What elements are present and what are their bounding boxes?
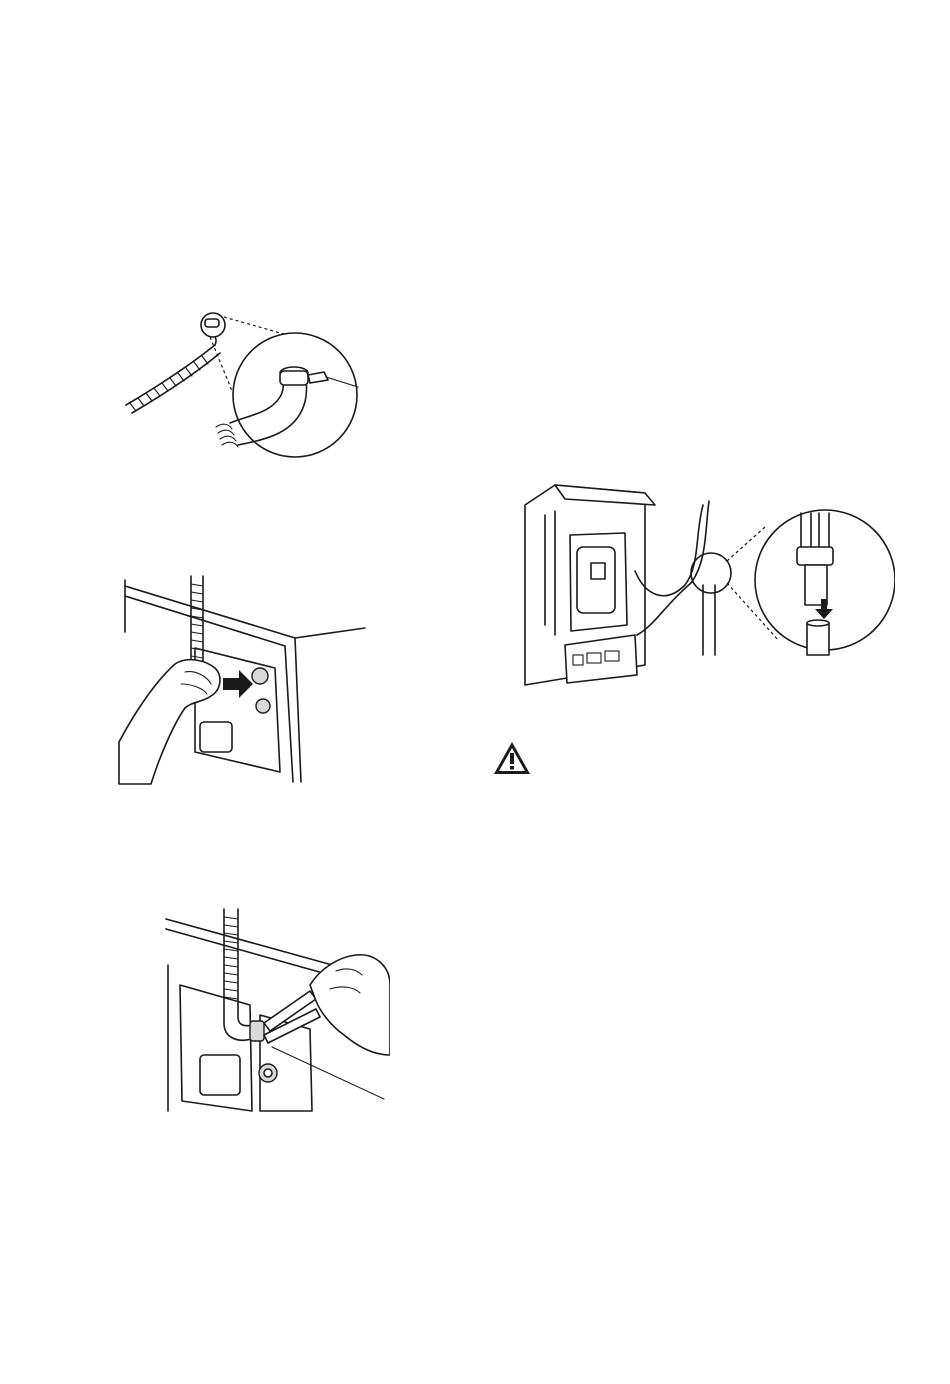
- tighten-clamp-figure: [160, 905, 390, 1115]
- pliers-tightening-clamp-illustration: [160, 905, 390, 1115]
- hose-with-clamp-illustration: [120, 305, 370, 460]
- hose-clamp-figure: [120, 305, 370, 460]
- hand-connecting-drain-hose-illustration: [115, 572, 370, 787]
- warning-triangle-icon: [492, 740, 532, 776]
- warning-symbol: [492, 740, 532, 776]
- standpipe-figure: [515, 475, 895, 690]
- standpipe-drain-illustration: [515, 475, 895, 690]
- connect-hose-figure: [115, 572, 370, 787]
